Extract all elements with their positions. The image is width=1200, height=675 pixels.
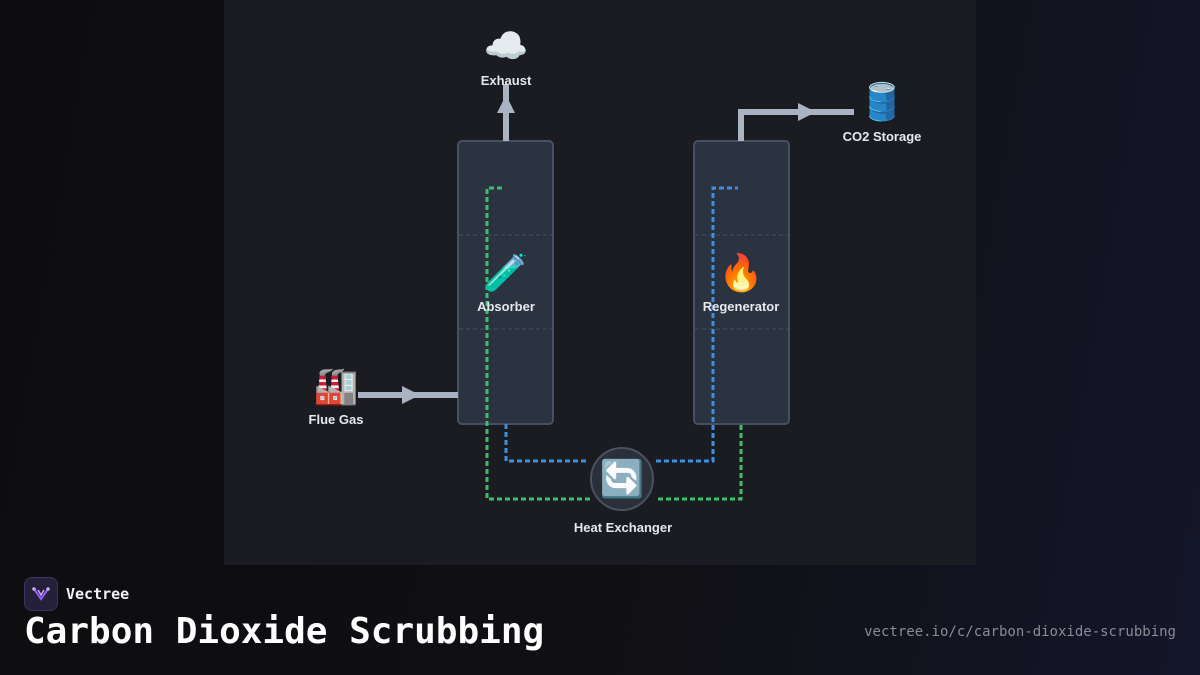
page-url[interactable]: vectree.io/c/carbon-dioxide-scrubbing: [864, 624, 1176, 640]
page-title: Carbon Dioxide Scrubbing: [24, 611, 545, 652]
regenerator-to-storage-arrow: [738, 109, 854, 141]
footer: Vectree Carbon Dioxide Scrubbing vectree…: [0, 565, 1200, 675]
brand-name: Vectree: [66, 585, 130, 603]
exhaust-arrowhead: [497, 95, 515, 113]
flue-gas-label: Flue Gas: [308, 412, 364, 427]
lean-solvent-line: [485, 186, 592, 501]
regenerator-label: Regenerator: [702, 299, 780, 314]
heat-exchanger-node[interactable]: 🔄: [590, 447, 654, 511]
rich-solvent-to-regenerator-line: [656, 186, 738, 463]
storage-arrowhead: [798, 103, 816, 121]
brand[interactable]: Vectree: [24, 577, 129, 611]
exhaust-label: Exhaust: [480, 73, 532, 88]
factory-icon: 🏭: [313, 365, 359, 406]
cloud-icon: ☁️: [483, 25, 529, 66]
cycle-arrows-icon: 🔄: [599, 458, 645, 499]
co2-storage-label: CO2 Storage: [842, 129, 922, 144]
vectree-logo-icon: [24, 577, 58, 611]
lean-solvent-return-line: [658, 424, 743, 501]
flue-gas-arrowhead: [402, 386, 420, 404]
fire-icon: 🔥: [718, 252, 764, 293]
rich-solvent-line: [504, 424, 588, 463]
test-tube-icon: 🧪: [483, 252, 529, 293]
oil-drum-icon: 🛢️: [859, 81, 905, 122]
flow-diagram: [358, 84, 854, 501]
absorber-label: Absorber: [477, 299, 535, 314]
heat-exchanger-label: Heat Exchanger: [573, 520, 673, 535]
